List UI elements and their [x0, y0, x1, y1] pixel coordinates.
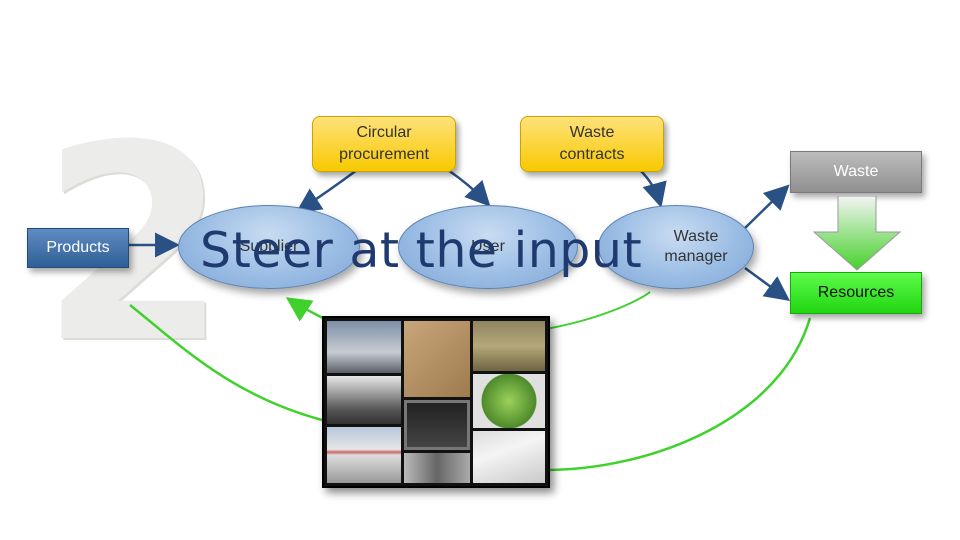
- arrow-manager-waste: [745, 188, 786, 228]
- resources-label: Resources: [818, 284, 894, 302]
- photo-soldiers: [473, 321, 545, 371]
- waste-label: Waste: [834, 163, 879, 181]
- photo-boxes: [404, 321, 470, 397]
- slide-title: Steer at the input: [200, 222, 642, 279]
- photo-cars: [327, 321, 401, 373]
- arrow-procurement-supplier: [300, 170, 357, 210]
- arrow-contracts-manager: [640, 170, 660, 203]
- photo-paper: [473, 431, 545, 483]
- photo-office: [327, 376, 401, 424]
- photo-monitor: [404, 400, 470, 450]
- waste-contracts-box: Waste contracts: [520, 116, 664, 172]
- green-loop-left: [130, 305, 322, 420]
- down-arrow-icon: [812, 196, 902, 272]
- photo-collage: [322, 316, 550, 488]
- green-loop-outer: [545, 318, 810, 470]
- circular-procurement-label: Circular procurement: [329, 122, 439, 166]
- resources-box: Resources: [790, 272, 922, 314]
- waste-contracts-label: Waste contracts: [547, 122, 637, 166]
- photo-building: [327, 427, 401, 483]
- photo-salad: [473, 374, 545, 428]
- arrow-procurement-user: [448, 170, 487, 203]
- photo-electronics: [404, 453, 470, 483]
- green-loop-right: [540, 292, 650, 330]
- waste-manager-label: Waste manager: [661, 227, 731, 267]
- circular-procurement-box: Circular procurement: [312, 116, 456, 172]
- waste-box: Waste: [790, 151, 922, 193]
- arrow-manager-resources: [745, 268, 786, 298]
- products-box: Products: [27, 228, 129, 268]
- products-label: Products: [46, 239, 109, 257]
